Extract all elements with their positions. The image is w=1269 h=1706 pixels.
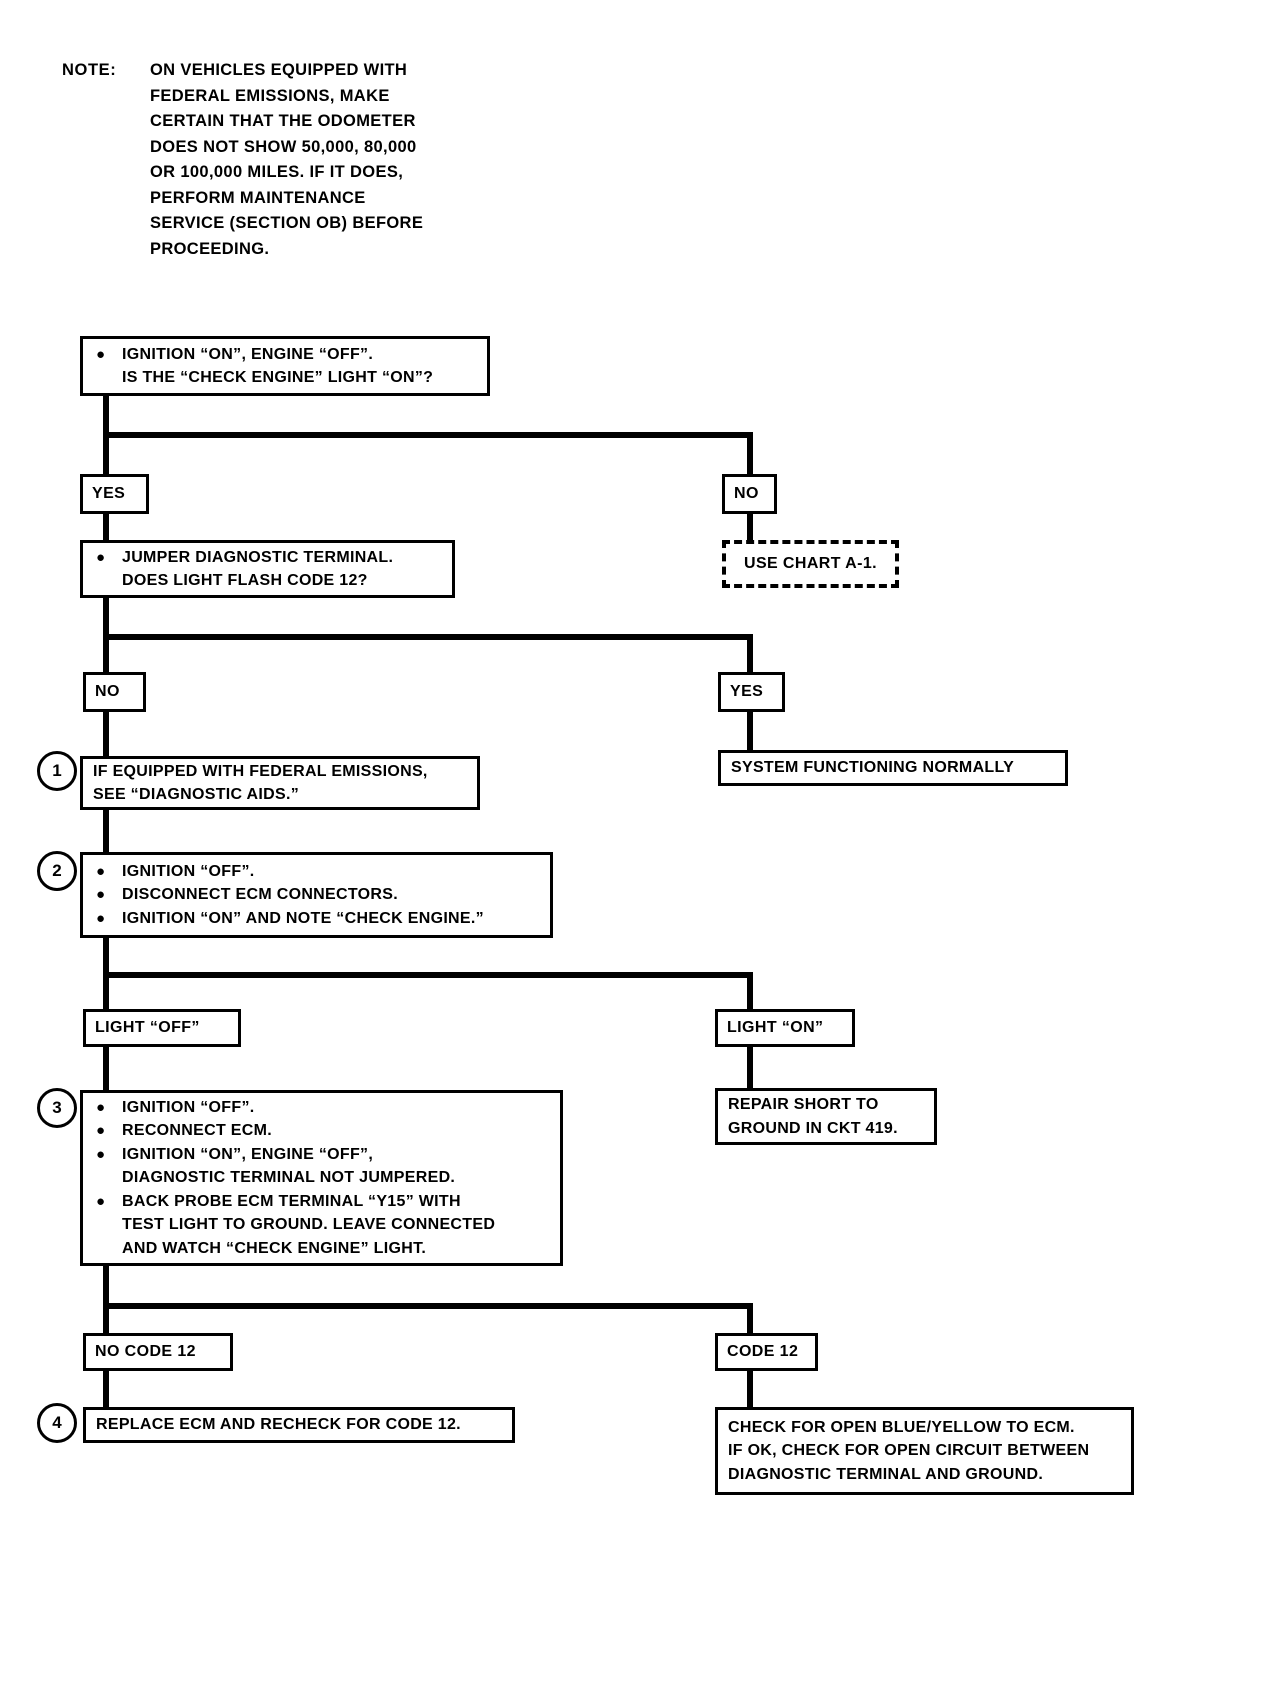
connector-lightoff-to-step3 xyxy=(103,1044,109,1090)
tag-q2-yes[interactable]: YES xyxy=(718,672,785,712)
connector-q1-to-no xyxy=(747,432,753,478)
bullet-item: ● JUMPER DIAGNOSTIC TERMINAL. DOES LIGHT… xyxy=(96,546,452,593)
tag-q2-no[interactable]: NO xyxy=(83,672,146,712)
connector-step2-stem xyxy=(103,938,109,976)
bullet-dot-icon: ● xyxy=(96,1098,106,1116)
node-system-normal-label: SYSTEM FUNCTIONING NORMALLY xyxy=(731,759,1015,777)
bullet-item: ● DISCONNECT ECM CONNECTORS. xyxy=(96,883,550,907)
bullet-dot-icon: ● xyxy=(96,862,106,880)
connector-q1-split xyxy=(103,432,753,438)
connector-step3-to-code xyxy=(747,1303,753,1336)
node-q1-bullets: ● IGNITION “ON”, ENGINE “OFF”. IS THE “C… xyxy=(83,343,487,390)
node-check-open-label: CHECK FOR OPEN BLUE/YELLOW TO ECM. IF OK… xyxy=(728,1418,1090,1483)
connector-q2-to-yes xyxy=(747,634,753,676)
connector-code-to-checkopen xyxy=(747,1370,753,1408)
note-text: ON VEHICLES EQUIPPED WITH FEDERAL EMISSI… xyxy=(150,61,424,258)
tag-no-code-12[interactable]: NO CODE 12 xyxy=(83,1333,233,1371)
connector-lighton-to-repair xyxy=(747,1044,753,1090)
step-number-1: 1 xyxy=(37,751,77,791)
node-use-chart-a1[interactable]: USE CHART A-1. xyxy=(722,540,899,588)
node-repair-short-label: REPAIR SHORT TO GROUND IN CKT 419. xyxy=(728,1096,898,1137)
bullet-dot-icon: ● xyxy=(96,886,106,904)
node-step4-label: REPLACE ECM AND RECHECK FOR CODE 12. xyxy=(96,1416,461,1434)
node-step3-bullets: ● IGNITION “OFF”. ● RECONNECT ECM. ● IGN… xyxy=(83,1096,560,1261)
note-label: NOTE: xyxy=(62,61,117,79)
node-jumper-diagnostic-terminal[interactable]: ● JUMPER DIAGNOSTIC TERMINAL. DOES LIGHT… xyxy=(80,540,455,598)
bullet-item: ● BACK PROBE ECM TERMINAL “Y15” WITH TES… xyxy=(96,1190,560,1261)
tag-code-12[interactable]: CODE 12 xyxy=(715,1333,818,1371)
connector-nocode-to-step4 xyxy=(103,1370,109,1408)
step-number-2: 2 xyxy=(37,851,77,891)
bullet-item: ● IGNITION “OFF”. xyxy=(96,1096,560,1120)
bullet-label: IGNITION “ON”, ENGINE “OFF”. IS THE “CHE… xyxy=(122,345,434,387)
connector-yes-to-normal xyxy=(747,708,753,750)
connector-step3-split xyxy=(103,1303,753,1309)
bullet-item: ● IGNITION “ON”, ENGINE “OFF”, DIAGNOSTI… xyxy=(96,1143,560,1190)
node-check-open-blue-yellow[interactable]: CHECK FOR OPEN BLUE/YELLOW TO ECM. IF OK… xyxy=(715,1407,1134,1495)
bullet-label: IGNITION “ON” AND NOTE “CHECK ENGINE.” xyxy=(122,909,484,927)
bullet-dot-icon: ● xyxy=(96,345,106,363)
connector-step2-to-lightoff xyxy=(103,972,109,1012)
connector-step1-to-step2 xyxy=(103,810,109,852)
bullet-label: DISCONNECT ECM CONNECTORS. xyxy=(122,886,398,904)
bullet-dot-icon: ● xyxy=(96,909,106,927)
tag-q1-no[interactable]: NO xyxy=(722,474,777,514)
connector-yes-to-q2 xyxy=(103,510,109,544)
bullet-dot-icon: ● xyxy=(96,548,106,566)
step-number-3: 3 xyxy=(37,1088,77,1128)
bullet-label: JUMPER DIAGNOSTIC TERMINAL. DOES LIGHT F… xyxy=(122,548,394,590)
bullet-dot-icon: ● xyxy=(96,1122,106,1140)
node-step2-bullets: ● IGNITION “OFF”. ● DISCONNECT ECM CONNE… xyxy=(83,860,550,931)
bullet-label: BACK PROBE ECM TERMINAL “Y15” WITH TEST … xyxy=(122,1192,496,1257)
bullet-label: IGNITION “ON”, ENGINE “OFF”, DIAGNOSTIC … xyxy=(122,1145,456,1187)
bullet-item: ● IGNITION “OFF”. xyxy=(96,860,550,884)
connector-q1-stem xyxy=(103,394,109,438)
bullet-dot-icon: ● xyxy=(96,1192,106,1210)
step-number-4: 4 xyxy=(37,1403,77,1443)
connector-step2-split xyxy=(103,972,753,978)
connector-q2-split xyxy=(103,634,753,640)
node-ignition-on-check-engine[interactable]: ● IGNITION “ON”, ENGINE “OFF”. IS THE “C… xyxy=(80,336,490,396)
tag-light-on[interactable]: LIGHT “ON” xyxy=(715,1009,855,1047)
bullet-label: RECONNECT ECM. xyxy=(122,1122,272,1140)
connector-no-to-chart xyxy=(747,510,753,542)
node-repair-short-ckt419[interactable]: REPAIR SHORT TO GROUND IN CKT 419. xyxy=(715,1088,937,1145)
tag-q1-yes[interactable]: YES xyxy=(80,474,149,514)
bullet-label: IGNITION “OFF”. xyxy=(122,862,255,880)
connector-step2-to-lighton xyxy=(747,972,753,1012)
node-step4-replace-ecm[interactable]: REPLACE ECM AND RECHECK FOR CODE 12. xyxy=(83,1407,515,1443)
connector-step3-stem xyxy=(103,1266,109,1308)
bullet-item: ● RECONNECT ECM. xyxy=(96,1119,560,1143)
node-step1-label: IF EQUIPPED WITH FEDERAL EMISSIONS, SEE … xyxy=(93,762,428,804)
tag-light-off[interactable]: LIGHT “OFF” xyxy=(83,1009,241,1047)
bullet-label: IGNITION “OFF”. xyxy=(122,1098,255,1116)
connector-q2-to-no xyxy=(103,634,109,676)
node-step2-disconnect-ecm[interactable]: ● IGNITION “OFF”. ● DISCONNECT ECM CONNE… xyxy=(80,852,553,938)
note-block: NOTE: ON VEHICLES EQUIPPED WITH FEDERAL … xyxy=(62,58,423,262)
node-step1-federal-emissions[interactable]: IF EQUIPPED WITH FEDERAL EMISSIONS, SEE … xyxy=(80,756,480,810)
connector-q1-to-yes xyxy=(103,432,109,478)
node-system-functioning-normally[interactable]: SYSTEM FUNCTIONING NORMALLY xyxy=(718,750,1068,786)
bullet-dot-icon: ● xyxy=(96,1145,106,1163)
connector-step3-to-nocode xyxy=(103,1303,109,1336)
bullet-item: ● IGNITION “ON”, ENGINE “OFF”. IS THE “C… xyxy=(96,343,487,390)
node-q2-bullets: ● JUMPER DIAGNOSTIC TERMINAL. DOES LIGHT… xyxy=(83,546,452,593)
node-step3-back-probe-ecm[interactable]: ● IGNITION “OFF”. ● RECONNECT ECM. ● IGN… xyxy=(80,1090,563,1266)
connector-q2-stem xyxy=(103,596,109,640)
bullet-item: ● IGNITION “ON” AND NOTE “CHECK ENGINE.” xyxy=(96,907,550,931)
connector-no-to-step1 xyxy=(103,708,109,756)
